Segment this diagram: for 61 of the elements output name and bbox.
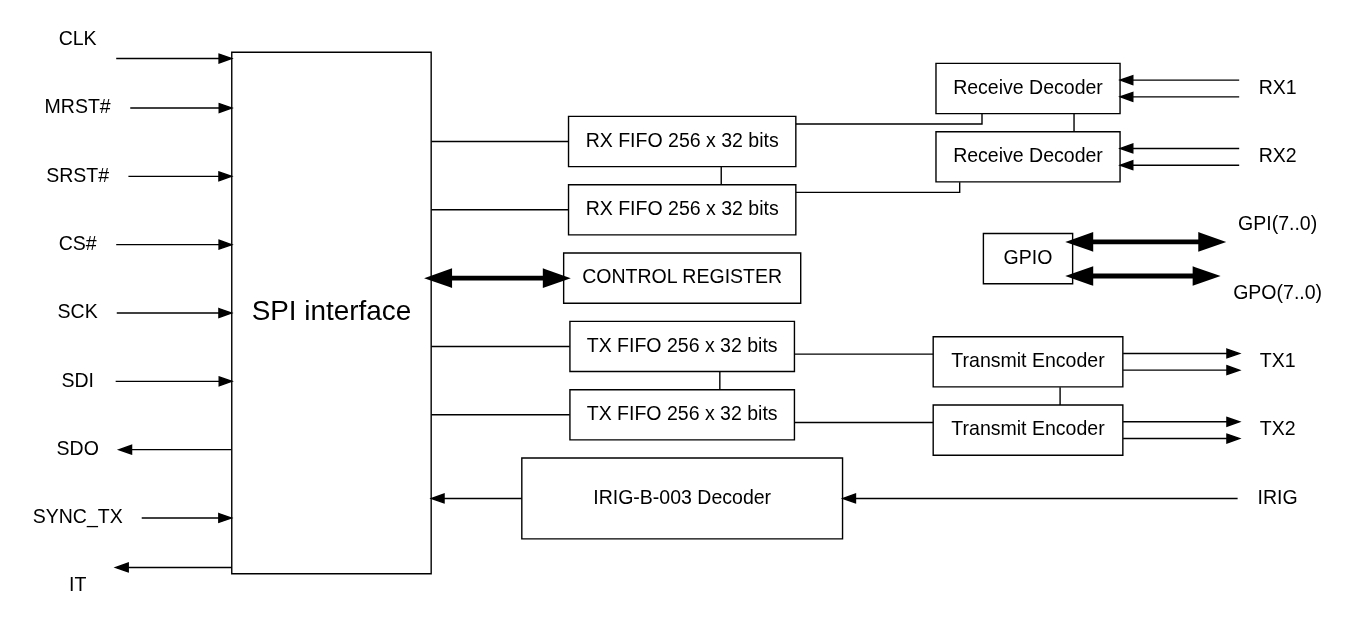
arrow <box>424 268 571 288</box>
connector <box>430 140 570 143</box>
arrow <box>429 493 523 504</box>
node-text: SDO <box>56 436 99 459</box>
node-text: CS# <box>58 231 97 254</box>
connector <box>430 414 571 416</box>
connector <box>430 209 570 211</box>
connector <box>795 113 983 125</box>
arrow <box>1122 433 1242 444</box>
arrow <box>129 102 234 114</box>
node-box: Transmit Encoder <box>932 336 1124 388</box>
node-text: GPI(7..0) <box>1238 212 1318 235</box>
node-box: TX FIFO 256 x 32 bits <box>569 320 796 373</box>
arrow <box>116 307 234 319</box>
arrow <box>1122 364 1242 376</box>
node-text: SYNC_TX <box>32 505 123 528</box>
arrow <box>127 170 234 182</box>
arrow <box>840 493 1239 504</box>
arrow <box>141 512 234 524</box>
connector <box>793 353 934 355</box>
node-box: Receive Decoder <box>935 131 1121 183</box>
node-box: Receive Decoder <box>935 62 1121 115</box>
node-box: CONTROL REGISTER <box>562 252 802 304</box>
node-text: IRIG <box>1257 485 1298 508</box>
node-box: Transmit Encoder <box>932 404 1124 456</box>
arrow <box>113 562 233 573</box>
connector <box>793 421 934 424</box>
connector <box>719 371 721 391</box>
connector <box>430 345 571 348</box>
arrow <box>1122 416 1242 428</box>
node-text: CLK <box>58 26 97 49</box>
node-box: SPI interface <box>231 51 432 575</box>
arrow <box>1118 159 1240 171</box>
arrow <box>1118 91 1240 103</box>
node-text: SRST# <box>46 163 110 186</box>
node-box: IRIG-B-003 Decoder <box>521 457 844 540</box>
arrow <box>115 53 234 64</box>
arrow <box>1065 232 1227 252</box>
connector <box>1059 386 1061 406</box>
node-text: SDI <box>61 368 94 391</box>
arrow <box>114 375 234 387</box>
node-text: MRST# <box>44 95 111 118</box>
node-box: RX FIFO 256 x 32 bits <box>567 115 797 168</box>
arrow <box>115 239 234 251</box>
connector <box>1073 113 1075 133</box>
node-text: SCK <box>57 300 98 323</box>
node-text: IT <box>69 573 87 596</box>
node-box: RX FIFO 256 x 32 bits <box>567 184 797 236</box>
node-box: TX FIFO 256 x 32 bits <box>569 389 796 441</box>
node-text: GPO(7..0) <box>1233 280 1323 303</box>
connector <box>795 181 961 194</box>
arrow <box>116 444 233 456</box>
arrow <box>1118 74 1240 86</box>
node-text: RX1 <box>1258 75 1297 98</box>
node-text: TX1 <box>1259 348 1296 371</box>
arrow <box>1118 143 1240 154</box>
node-text: TX2 <box>1259 417 1296 440</box>
arrow <box>1122 348 1242 359</box>
node-box: GPIO <box>982 232 1074 285</box>
arrow <box>1065 266 1221 286</box>
node-text: RX2 <box>1258 143 1297 166</box>
